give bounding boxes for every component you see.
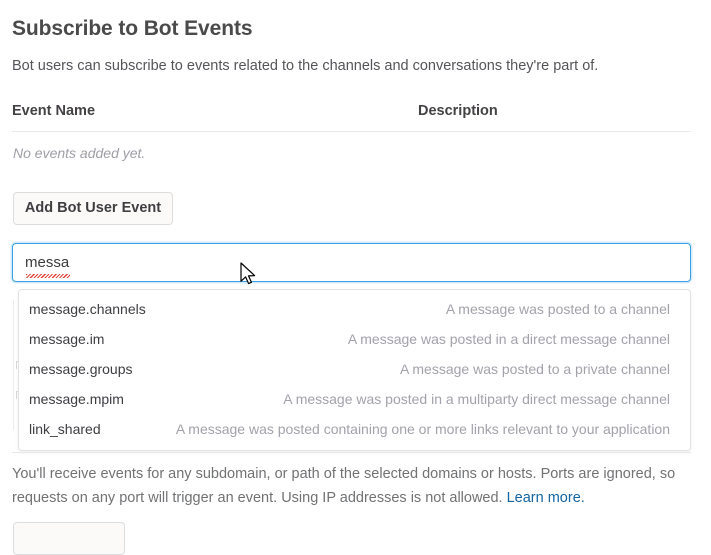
list-item[interactable]: message.mpim A message was posted in a m… [19, 384, 690, 414]
column-header-event-name: Event Name [12, 103, 96, 119]
help-text-body: You'll receive events for any subdomain,… [12, 466, 676, 506]
event-suggestions-dropdown[interactable]: message.channels A message was posted to… [18, 289, 691, 451]
search-input[interactable] [12, 243, 691, 282]
section-divider [12, 452, 691, 453]
page-description: Bot users can subscribe to events relate… [12, 58, 599, 74]
page-title: Subscribe to Bot Events [12, 17, 253, 40]
bot-events-page: Subscribe to Bot Events Bot users can su… [12, 17, 691, 555]
table-header-divider [12, 131, 691, 132]
help-text: You'll receive events for any subdomain,… [12, 462, 680, 510]
suggestion-description: A message was posted in a direct message… [347, 331, 670, 347]
background-content-line [13, 300, 14, 430]
learn-more-link[interactable]: Learn more. [506, 490, 585, 506]
suggestion-name: message.groups [29, 361, 133, 377]
list-item[interactable]: message.groups A message was posted to a… [19, 354, 690, 384]
suggestion-description: A message was posted to a private channe… [399, 361, 670, 377]
suggestion-description: A message was posted in a multiparty dir… [283, 391, 670, 407]
column-header-description: Description [418, 103, 498, 119]
bottom-partial-button[interactable] [13, 522, 125, 555]
suggestion-name: message.mpim [29, 391, 124, 407]
suggestion-description: A message was posted to a channel [445, 301, 670, 317]
add-bot-user-event-button[interactable]: Add Bot User Event [13, 192, 173, 225]
suggestion-name: link_shared [29, 421, 101, 437]
suggestion-name: message.im [29, 331, 105, 347]
list-item[interactable]: message.channels A message was posted to… [19, 294, 690, 324]
suggestion-name: message.channels [29, 301, 146, 317]
list-item[interactable]: link_shared A message was posted contain… [19, 414, 690, 444]
suggestion-description: A message was posted containing one or m… [175, 421, 670, 437]
events-empty-message: No events added yet. [13, 145, 146, 161]
event-search-field[interactable] [12, 243, 691, 282]
events-table-header: Event Name Description [12, 103, 691, 125]
list-item[interactable]: message.im A message was posted in a dir… [19, 324, 690, 354]
